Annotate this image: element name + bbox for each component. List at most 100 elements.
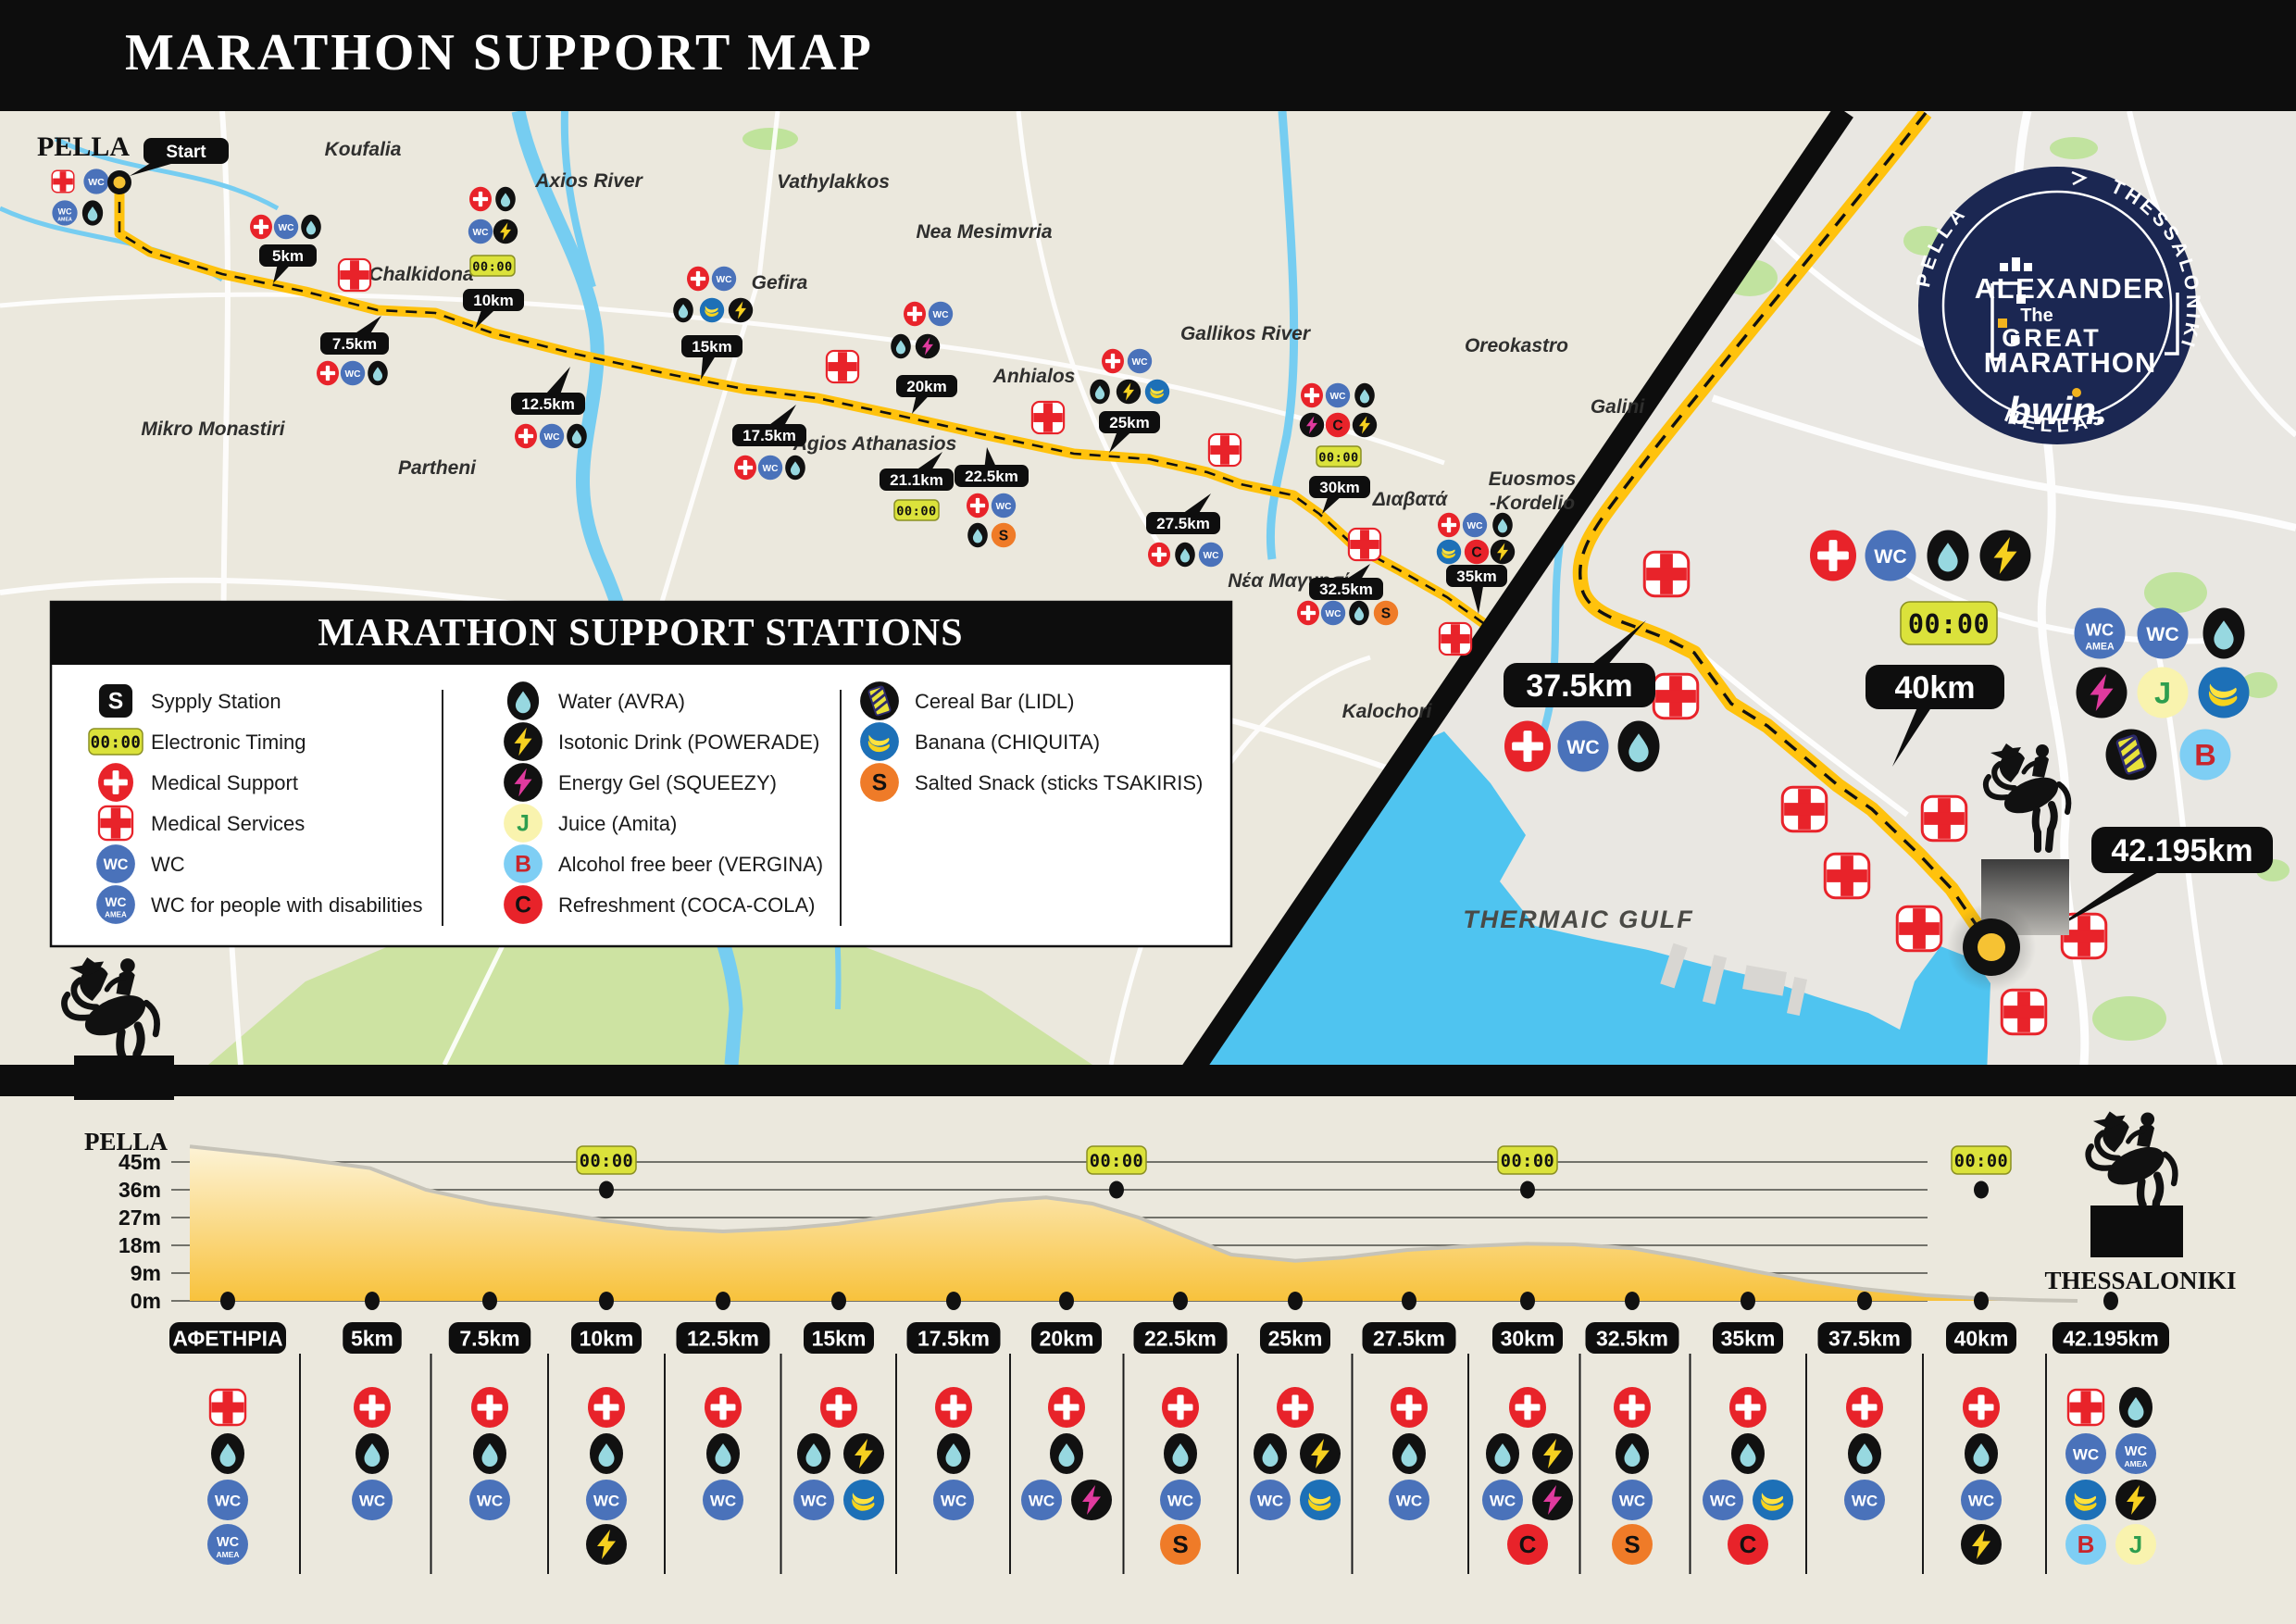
snack-icon xyxy=(1612,1524,1653,1565)
harbor-piers xyxy=(1660,943,1808,1017)
legend-title: MARATHON SUPPORT STATIONS xyxy=(318,612,963,655)
med-icon xyxy=(471,1387,508,1428)
timing-dot xyxy=(1974,1181,1989,1199)
med-icon xyxy=(1846,1387,1883,1428)
wc-icon xyxy=(711,266,737,292)
wc-icon xyxy=(1021,1480,1062,1520)
logo-emblem xyxy=(1990,257,2179,361)
wc-icon xyxy=(1865,530,1916,581)
legend-label: Banana (CHIQUITA) xyxy=(915,731,1100,754)
km-badge-label: 37.5km xyxy=(1526,668,1632,704)
km-badge-label: 15km xyxy=(692,338,731,356)
cereal-icon xyxy=(2103,727,2159,782)
water-icon xyxy=(1616,1433,1649,1474)
wc-icon xyxy=(207,1480,248,1520)
medsq-icon xyxy=(1030,400,1066,435)
map-station-15km: 15km xyxy=(673,266,754,380)
place-label: Oreokastro xyxy=(1465,335,1568,356)
km-badge-label: 7.5km xyxy=(459,1326,519,1350)
banana-icon xyxy=(1300,1480,1341,1520)
water-icon xyxy=(567,423,587,449)
place-label: Gefira xyxy=(752,272,808,294)
med-icon xyxy=(1297,600,1319,626)
km-badge xyxy=(1362,1322,1456,1354)
legend-label: Cereal Bar (LIDL) xyxy=(915,690,1074,713)
timing-chip-label: 00:00 xyxy=(896,504,937,518)
km-badge-label: 27.5km xyxy=(1156,515,1210,532)
gel-icon xyxy=(1532,1480,1573,1520)
place-label: PELLA xyxy=(37,131,130,162)
km-badge xyxy=(955,465,1029,487)
km-badge xyxy=(343,1322,402,1354)
km-badge xyxy=(1031,1322,1102,1354)
km-badge xyxy=(1309,476,1370,498)
station-dot xyxy=(220,1292,235,1310)
place-label: Euosmos xyxy=(1489,468,1577,490)
km-badge xyxy=(906,1322,1001,1354)
logo-bwin-dot xyxy=(2072,388,2081,397)
med-icon xyxy=(904,301,926,327)
elevation-axis-label: 27m xyxy=(119,1206,161,1230)
km-badge xyxy=(1713,1322,1783,1354)
legend-title-bar xyxy=(51,602,1231,665)
med-icon xyxy=(98,763,133,802)
timing-chip-label: 00:00 xyxy=(1501,1152,1554,1171)
legend-label: Sypply Station xyxy=(151,690,281,713)
medsq-icon xyxy=(1207,432,1242,468)
banana-icon xyxy=(843,1480,884,1520)
iso-icon xyxy=(504,722,543,761)
wc-icon xyxy=(1844,1480,1885,1520)
logo-the: The xyxy=(2020,306,2053,326)
cola-icon xyxy=(1464,539,1490,565)
station-dot xyxy=(482,1292,497,1310)
km-badge xyxy=(169,1322,286,1354)
km-badge xyxy=(1133,1322,1228,1354)
km-badge-label: 37.5km xyxy=(1828,1326,1901,1350)
med-icon xyxy=(1504,720,1551,772)
logo-inner-ring xyxy=(1941,190,2173,421)
juice-icon xyxy=(2115,1524,2156,1565)
km-badge-label: 7.5km xyxy=(332,335,377,353)
station-dot xyxy=(2103,1292,2118,1310)
med-icon xyxy=(1148,542,1170,568)
legend-label: Energy Gel (SQUEEZY) xyxy=(558,771,777,794)
med-icon xyxy=(935,1387,972,1428)
water-icon xyxy=(1164,1433,1197,1474)
med-icon xyxy=(588,1387,625,1428)
water-icon xyxy=(797,1433,830,1474)
elevation-axis-label: 18m xyxy=(119,1233,161,1257)
place-label: Galini xyxy=(1591,396,1646,418)
finish-area xyxy=(1947,743,2069,992)
place-label: Agios Athanasios xyxy=(792,433,957,455)
km-badge xyxy=(1146,512,1220,534)
med-icon xyxy=(1438,512,1460,538)
map-station-27.5km: 27.5km xyxy=(1146,493,1224,568)
km-badge-label: 35km xyxy=(1456,568,1496,585)
wc-icon xyxy=(352,1480,393,1520)
legend-label: Medical Services xyxy=(151,812,305,835)
wc-icon xyxy=(1250,1480,1291,1520)
km-badge-label: 12.5km xyxy=(687,1326,759,1350)
med-icon xyxy=(1509,1387,1546,1428)
timing-chip xyxy=(893,499,940,521)
iso-icon xyxy=(1979,530,2031,581)
wcamea-icon xyxy=(2115,1433,2156,1474)
wc-icon xyxy=(469,1480,510,1520)
green-area xyxy=(208,915,1092,1065)
km-badge-label: 25km xyxy=(1109,414,1149,431)
km-badge-label: 5km xyxy=(351,1326,393,1350)
medsq-icon xyxy=(2066,1388,2105,1427)
map-station-42.195km: 42.195km xyxy=(2050,607,2273,931)
km-badge-label: 20km xyxy=(1040,1326,1094,1350)
thermaic-gulf-label: THERMAIC GULF xyxy=(1463,906,1693,933)
station-dot xyxy=(1288,1292,1303,1310)
timing-dot xyxy=(1109,1181,1124,1199)
gel-icon xyxy=(915,333,941,359)
logo-alexander: ALEXANDER xyxy=(1975,272,2165,305)
legend-label: Isotonic Drink (POWERADE) xyxy=(558,731,819,754)
water-icon xyxy=(2202,607,2245,659)
med-icon xyxy=(1102,348,1124,374)
med-icon xyxy=(1729,1387,1766,1428)
route-dashes-overview xyxy=(118,182,1487,627)
